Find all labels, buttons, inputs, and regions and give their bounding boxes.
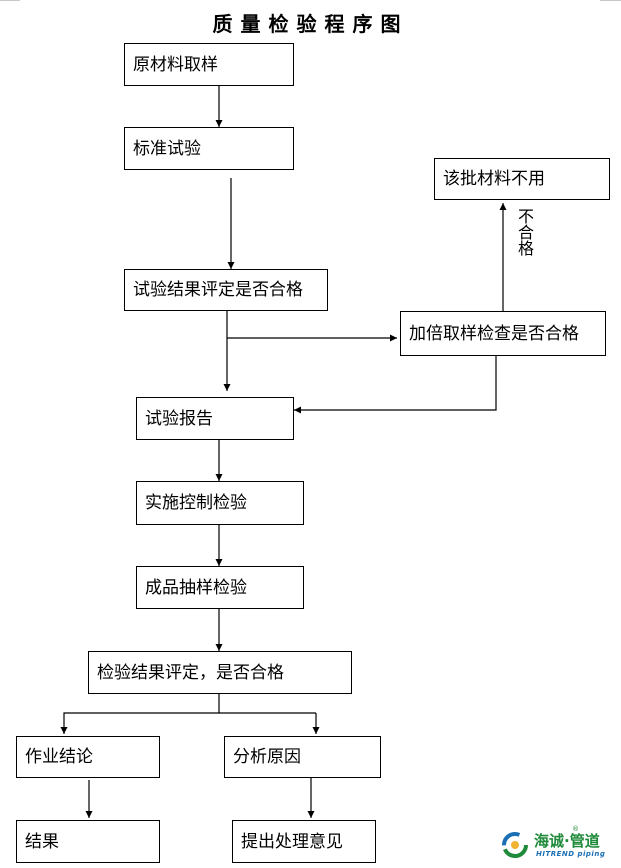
node-inspection-result-evaluation: 检验结果评定，是否合格 bbox=[88, 651, 352, 694]
registered-trademark-mark: ® bbox=[572, 825, 579, 833]
branch-connector bbox=[60, 694, 220, 734]
node-handling-advice: 提出处理意见 bbox=[232, 820, 376, 863]
node-result: 结果 bbox=[16, 820, 160, 863]
company-logo: 海诚·管道 ® HITREND piping bbox=[500, 825, 616, 864]
node-product-sampling-inspection: 成品抽样检验 bbox=[136, 566, 304, 609]
node-batch-rejected: 该批材料不用 bbox=[434, 158, 610, 200]
node-construction-control-inspection: 实施控制检验 bbox=[136, 481, 304, 525]
node-standard-test: 标准试验 bbox=[124, 127, 294, 170]
arrow-double-sampling-to-report bbox=[294, 356, 497, 414]
logo-ring-icon bbox=[502, 832, 528, 858]
logo-chinese-name: 海诚·管道 bbox=[534, 832, 600, 850]
node-double-sampling-check: 加倍取样检查是否合格 bbox=[400, 311, 606, 356]
page-corner-mark-left bbox=[0, 0, 20, 1]
page-corner-mark-right bbox=[600, 0, 621, 1]
node-cause-analysis: 分析原因 bbox=[224, 736, 381, 778]
node-test-result-evaluation: 试验结果评定是否合格 bbox=[124, 269, 328, 311]
diagram-title: 质量检验程序图 bbox=[212, 12, 409, 36]
logo-english-name: HITREND piping bbox=[536, 850, 606, 858]
node-test-report: 试验报告 bbox=[136, 397, 294, 440]
not-qualified-edge-label: 不合格 bbox=[515, 208, 534, 256]
node-work-conclusion: 作业结论 bbox=[16, 736, 160, 778]
node-raw-material-sampling: 原材料取样 bbox=[124, 43, 294, 86]
